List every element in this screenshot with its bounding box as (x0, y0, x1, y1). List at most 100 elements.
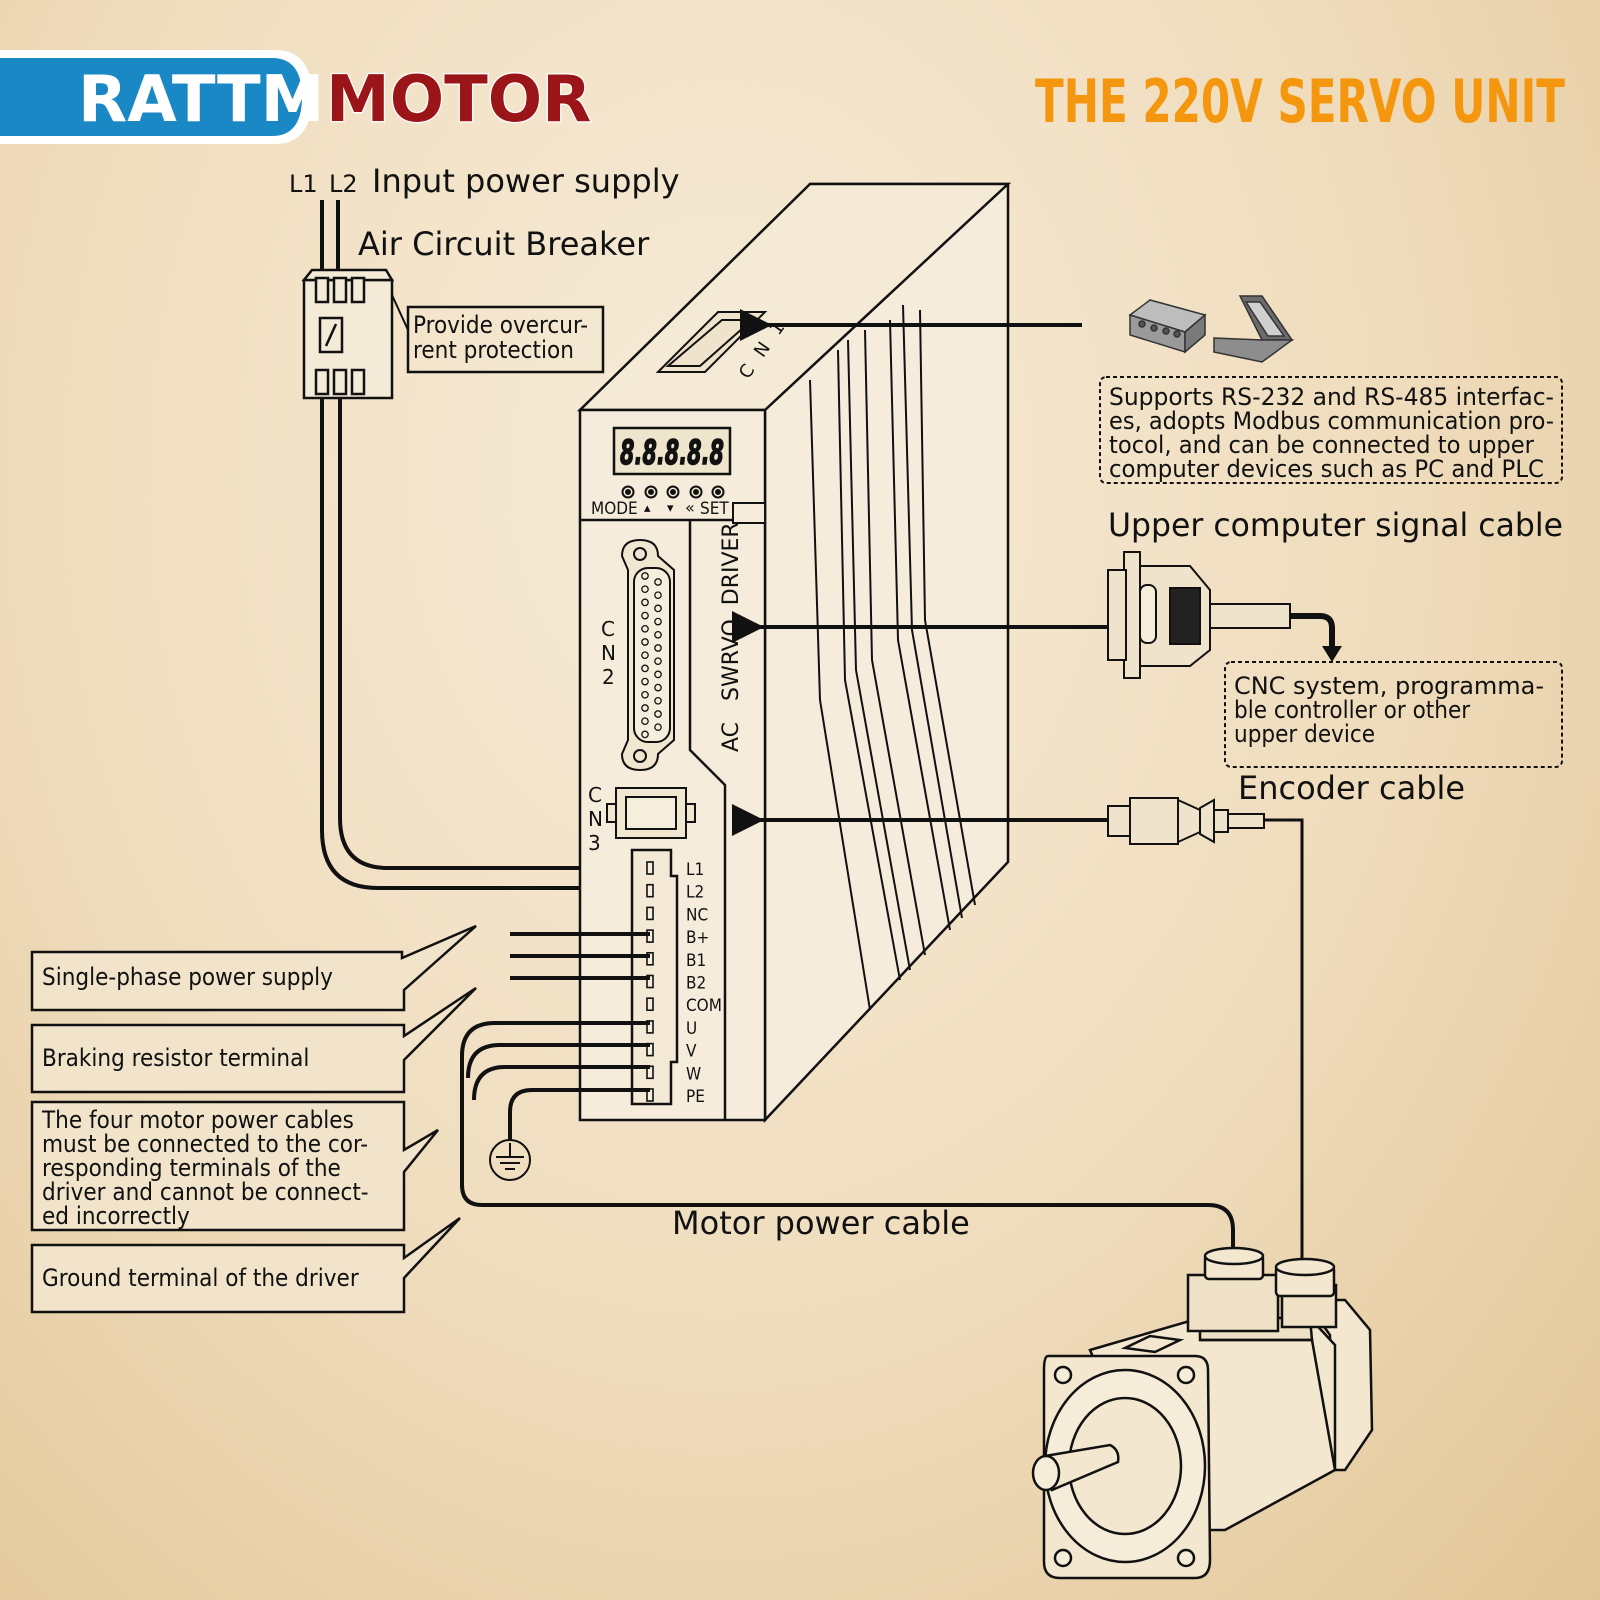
cn2-pin (654, 604, 662, 613)
signal-note-line3: upper device (1234, 720, 1375, 748)
cn2-pin (641, 730, 649, 739)
cn2-pin (654, 696, 662, 705)
cn3-label-c: C (588, 783, 602, 807)
l1-input-label: L1 (289, 170, 318, 198)
terminal-contact-l2 (646, 883, 654, 898)
terminal-contact-l1 (646, 861, 654, 875)
cn2-pin (641, 585, 649, 594)
plc-module-icon (1128, 299, 1207, 354)
motor-cable-label: Motor power cable (672, 1204, 970, 1242)
terminal-contact-b2 (646, 974, 654, 989)
cn3-label-3: 3 (588, 831, 601, 855)
encoder-plug-icon (1107, 797, 1265, 845)
mode-button-label: MODE (591, 499, 638, 519)
four-cables-line4: driver and cannot be connect- (42, 1178, 369, 1206)
l2-input-label: L2 (329, 170, 358, 198)
cn2-pin (641, 598, 649, 607)
cn2-label-c: C (601, 617, 615, 641)
signal-note-line2: ble controller or other (1234, 696, 1470, 724)
terminal-contact-nc (646, 906, 654, 921)
cn2-pin (654, 683, 662, 692)
panel-buttons[interactable] (621, 485, 725, 499)
terminal-label-l2: L2 (686, 883, 704, 903)
cn2-label-2: 2 (602, 665, 615, 689)
up-button-label: ▴ (644, 501, 651, 516)
terminal-contact-b1 (646, 951, 654, 966)
cn2-pin (654, 710, 662, 718)
protection-note-line2: rent protection (413, 336, 574, 364)
four-cables-line1: The four motor power cables (41, 1106, 354, 1134)
cn2-pin (654, 591, 662, 600)
braking-callout (30, 986, 477, 1094)
cn2-pin (641, 651, 649, 660)
cn2-pin (641, 624, 649, 633)
signal-cable-label: Upper computer signal cable (1108, 506, 1563, 544)
laptop-icon (1213, 295, 1295, 363)
cn2-pin (641, 717, 649, 726)
cn2-label-n: N (601, 641, 616, 665)
driver-body-text: AC SWRVO DRIVER (719, 522, 744, 752)
breaker-note-leader (391, 294, 409, 331)
cn2-pin (654, 617, 662, 626)
braking-label: Braking resistor terminal (42, 1044, 309, 1072)
db-plug-icon (1107, 551, 1291, 679)
comm-note-box (1099, 376, 1563, 484)
four-cables-line3: responding terminals of the (42, 1154, 341, 1182)
protection-note-line1: Provide overcur- (413, 311, 588, 339)
down-button-label: ▾ (667, 501, 674, 516)
terminal-label-w: W (686, 1064, 701, 1084)
ground-icon (489, 1139, 531, 1181)
terminal-label-u: U (686, 1019, 697, 1039)
terminal-label-com: COM (686, 996, 722, 1016)
terminal-contact-bplus (646, 929, 654, 943)
cn2-pins (641, 572, 662, 739)
encoder-wire (1264, 818, 1304, 1262)
heatsink-grooves (809, 304, 976, 1011)
terminal-label-b1: B1 (686, 951, 706, 971)
terminal-contact-com (646, 997, 654, 1012)
signal-note-box (1224, 661, 1563, 768)
brand-logo: RATTM MOTOR (0, 50, 593, 144)
cn2-pin (641, 677, 649, 686)
panel-tab (732, 502, 766, 524)
signal-cable-tail (1290, 613, 1335, 648)
comm-note-line2: es, adopts Modbus communication pro- (1109, 407, 1554, 435)
signal-down-arrow (1322, 646, 1342, 662)
single-phase-callout (30, 924, 477, 1012)
four-cables-line5: ed incorrectly (42, 1202, 190, 1230)
servo-motor (1031, 1246, 1374, 1580)
terminal-contact-u (646, 1020, 654, 1034)
cn2-pin (641, 690, 649, 699)
terminal-label-pe: PE (686, 1087, 705, 1107)
cn2-pin (654, 723, 662, 732)
motor-power-wires (460, 1021, 1235, 1258)
terminal-label-l1: L1 (686, 860, 704, 880)
cn3-label-n: N (588, 807, 603, 831)
cn2-pin (654, 630, 662, 639)
breaker-label: Air Circuit Breaker (358, 225, 650, 263)
signal-note-line1: CNC system, programma- (1234, 672, 1544, 700)
logo-rattm-text: RATTM (78, 63, 324, 137)
four-cables-line2: must be connected to the cor- (42, 1130, 368, 1158)
cn2-pin (641, 664, 649, 673)
single-phase-label: Single-phase power supply (42, 963, 333, 991)
terminal-label-b2: B2 (686, 974, 706, 994)
air-circuit-breaker (301, 268, 395, 400)
cn2-pin (641, 704, 649, 712)
logo-motor-text: MOTOR (326, 63, 591, 137)
braking-resistor-leads (510, 932, 650, 980)
terminal-label-bplus: B+ (686, 928, 709, 948)
ground-callout (30, 1216, 461, 1314)
l1-l2-wires (320, 398, 642, 890)
cn2-pin (641, 638, 649, 646)
cn3-connector (606, 787, 696, 839)
cn2-pin (654, 657, 662, 666)
ground-label: Ground terminal of the driver (42, 1264, 359, 1292)
cn2-pin (654, 644, 662, 652)
protection-note-box (406, 305, 605, 374)
driver-display (612, 426, 732, 476)
headline: THE 220V SERVO UNIT (1035, 67, 1565, 137)
terminal-block (630, 848, 679, 1106)
